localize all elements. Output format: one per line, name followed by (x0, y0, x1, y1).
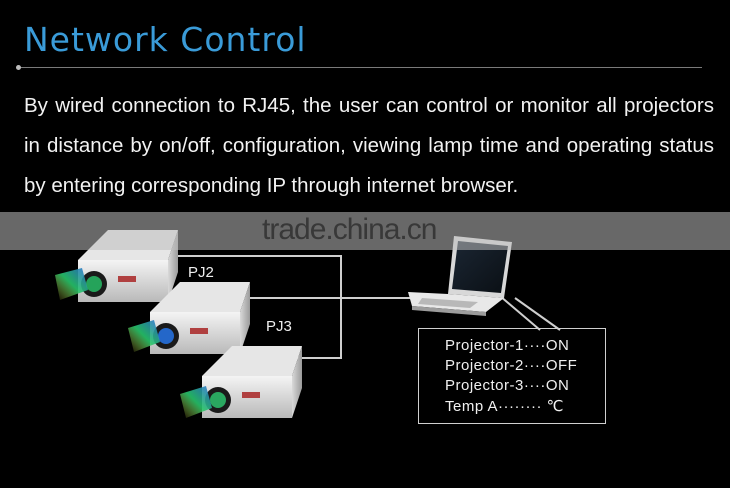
cable-lines (170, 255, 561, 359)
status-line-projector-3: Projector-3····ON (445, 377, 570, 394)
lens-beam (55, 268, 88, 300)
projector-icon (150, 282, 250, 354)
laptop-icon (408, 236, 512, 316)
lens-beam (128, 320, 160, 352)
status-line-projector-1: Projector-1····ON (445, 337, 570, 354)
lens-beam (180, 386, 212, 418)
status-line-projector-2: Projector-2····OFF (445, 357, 578, 374)
page-title: Network Control (24, 20, 307, 59)
status-line-temp: Temp A········ ℃ (445, 398, 564, 415)
watermark-band (0, 212, 730, 250)
title-divider-dot (16, 65, 21, 70)
status-box (418, 328, 606, 424)
pj2-label: PJ2 (188, 264, 214, 281)
callout-pointer (499, 295, 561, 331)
pj3-label: PJ3 (266, 318, 292, 335)
watermark-text: trade.china.cn (262, 213, 437, 246)
projector-icon (202, 346, 302, 418)
title-divider (18, 67, 702, 68)
description-text: By wired connection to RJ45, the user ca… (24, 94, 714, 197)
cable-pj1 (170, 255, 342, 359)
